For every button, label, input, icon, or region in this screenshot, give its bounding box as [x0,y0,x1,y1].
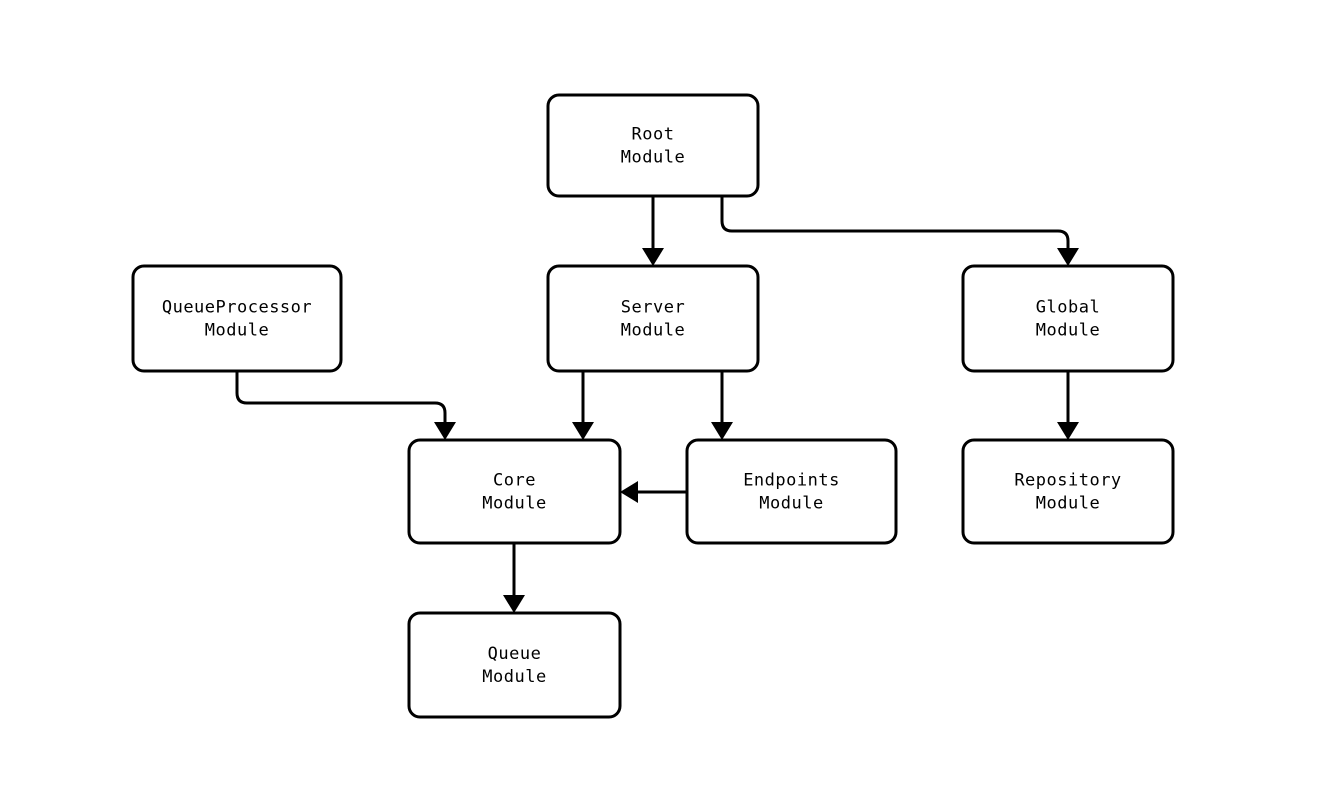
edge-global-to-repository [1057,371,1079,440]
node-label-line2-queueprocessor: Module [205,321,269,341]
node-box-server[interactable] [546,264,760,373]
node-box-queue[interactable] [407,611,622,719]
node-label-line1-repository: Repository [1014,471,1121,491]
arrow-head-global-to-repository [1057,422,1079,440]
node-label-line1-core: Core [493,471,536,491]
node-label-line1-queueprocessor: QueueProcessor [162,298,312,318]
node-box-root[interactable] [546,93,760,198]
arrow-head-queueprocessor-to-core [434,422,456,440]
edge-server-to-endpoints [711,371,733,440]
edge-queueprocessor-to-core [235,371,456,440]
node-label-line2-server: Module [621,321,685,341]
nodes-layer: RootModuleQueueProcessorModuleServerModu… [131,93,1175,719]
node-label-line1-root: Root [632,125,675,145]
node-label-line1-queue: Queue [488,644,542,664]
node-box-endpoints[interactable] [685,438,898,545]
edge-server-to-core [572,371,594,440]
node-label-line2-queue: Module [482,667,546,687]
edge-endpoints-to-core [620,481,687,503]
edge-root-to-server [642,196,664,266]
node-label-line2-root: Module [621,148,685,168]
edge-root-to-global [720,196,1079,266]
node-box-global[interactable] [961,264,1175,373]
arrow-head-root-to-global [1057,248,1079,266]
node-box-core[interactable] [407,438,622,545]
arrow-head-server-to-core [572,422,594,440]
node-label-line2-core: Module [482,494,546,514]
edges-layer [235,196,1079,613]
node-box-queueprocessor[interactable] [131,264,343,373]
edge-line-root-to-global [720,196,1070,248]
node-label-line1-server: Server [621,298,685,318]
arrow-head-server-to-endpoints [711,422,733,440]
node-label-line2-global: Module [1036,321,1100,341]
node-label-line2-endpoints: Module [759,494,823,514]
arrow-head-core-to-queue [503,595,525,613]
edge-core-to-queue [503,543,525,613]
node-label-line1-endpoints: Endpoints [743,471,840,491]
arrow-head-endpoints-to-core [620,481,638,503]
node-label-line2-repository: Module [1036,494,1100,514]
arrow-head-root-to-server [642,248,664,266]
node-box-repository[interactable] [961,438,1175,545]
edge-line-queueprocessor-to-core [235,371,447,422]
node-label-line1-global: Global [1036,298,1100,318]
